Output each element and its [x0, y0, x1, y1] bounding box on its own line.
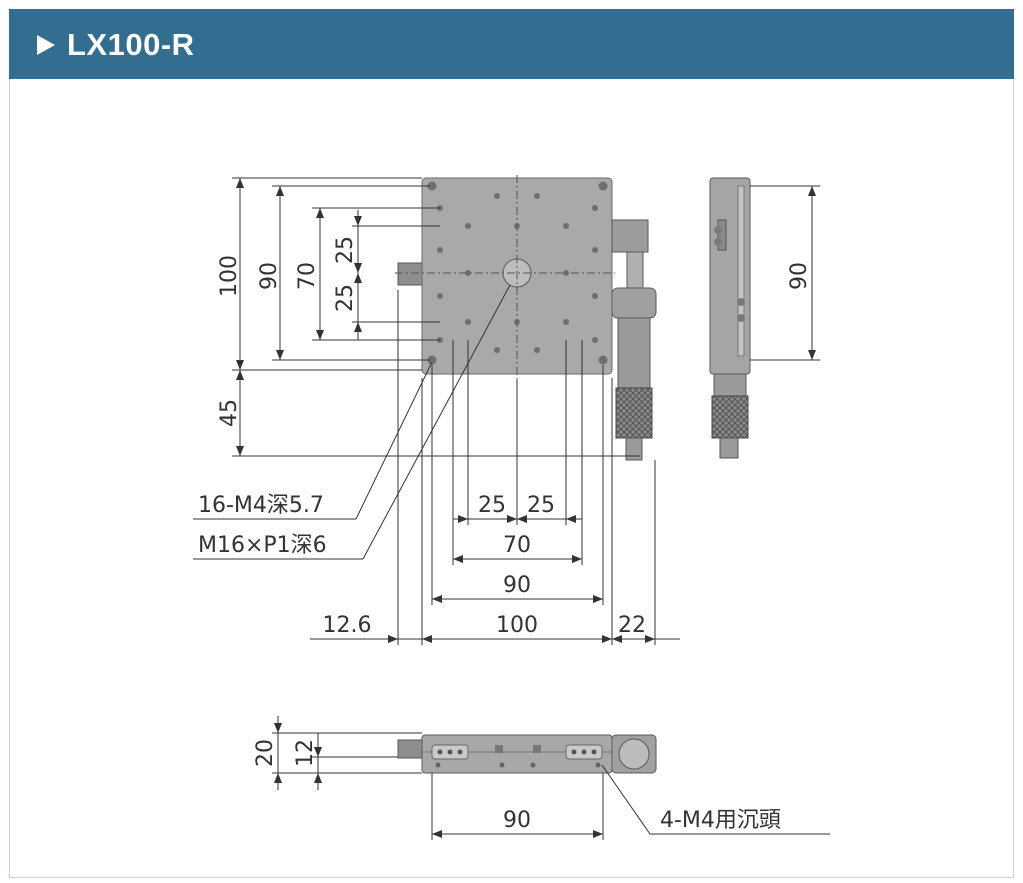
screw-hole: [598, 355, 608, 365]
dim-25-upper: 25: [333, 236, 358, 264]
figure-frame: [9, 9, 1014, 878]
left-adjust-knob: [397, 262, 423, 286]
dim-25-lower: 25: [333, 284, 358, 312]
side-view: 90: [709, 177, 820, 459]
screw-hole: [534, 193, 540, 199]
dim-20-front: 20: [253, 739, 278, 767]
front-knob: [397, 739, 423, 759]
screw-hole: [437, 293, 443, 299]
screw-hole: [598, 181, 608, 191]
micrometer-sleeve: [617, 317, 651, 389]
dim-45-vertical: 45: [217, 399, 242, 427]
micrometer-bracket: [611, 219, 649, 253]
top-view: 100 90 70 25 25 45 2: [193, 175, 680, 645]
dim-90-vertical: 90: [257, 262, 282, 290]
screw-hole: [592, 337, 598, 343]
mounting-holes: [427, 181, 608, 365]
screw-hole: [563, 319, 569, 325]
callout-m16: M16×P1深6: [198, 533, 327, 558]
screw-hole: [494, 347, 500, 353]
product-title: LX100-R: [67, 27, 195, 62]
side-thimble: [711, 395, 749, 439]
screw-hole: [427, 355, 437, 365]
callout-16-m4: 16-M4深5.7: [198, 493, 324, 518]
screw-hole: [563, 223, 569, 229]
screw-hole: [437, 247, 443, 253]
title-bar: LX100-R: [9, 9, 1014, 79]
dim-25-right: 25: [527, 493, 555, 518]
screw-hole: [465, 223, 471, 229]
dim-90-horizontal: 90: [503, 573, 531, 598]
dim-90-side: 90: [787, 262, 812, 290]
dim-70-horizontal: 70: [503, 533, 531, 558]
dim-100-vertical: 100: [217, 255, 242, 297]
dim-12-6: 12.6: [323, 613, 372, 638]
play-arrow-icon: [37, 35, 55, 55]
front-view: 20 12 90 4-M4用沉頭: [253, 716, 830, 840]
dim-70-vertical: 70: [295, 262, 320, 290]
micrometer-thimble: [615, 387, 653, 439]
screw-hole: [592, 205, 598, 211]
screw-hole: [592, 247, 598, 253]
screw-hole: [534, 347, 540, 353]
callout-4-m4: 4-M4用沉頭: [660, 808, 781, 833]
dim-22: 22: [618, 613, 646, 638]
front-micrometer-end: [618, 738, 650, 770]
screw-hole: [465, 319, 471, 325]
dim-90-front: 90: [503, 808, 531, 833]
dim-100-horizontal: 100: [496, 613, 538, 638]
screw-hole: [494, 193, 500, 199]
dim-12-front: 12: [293, 739, 318, 767]
screw-hole: [592, 293, 598, 299]
screw-hole: [465, 270, 471, 276]
screw-hole: [427, 181, 437, 191]
dim-25-left: 25: [478, 493, 506, 518]
